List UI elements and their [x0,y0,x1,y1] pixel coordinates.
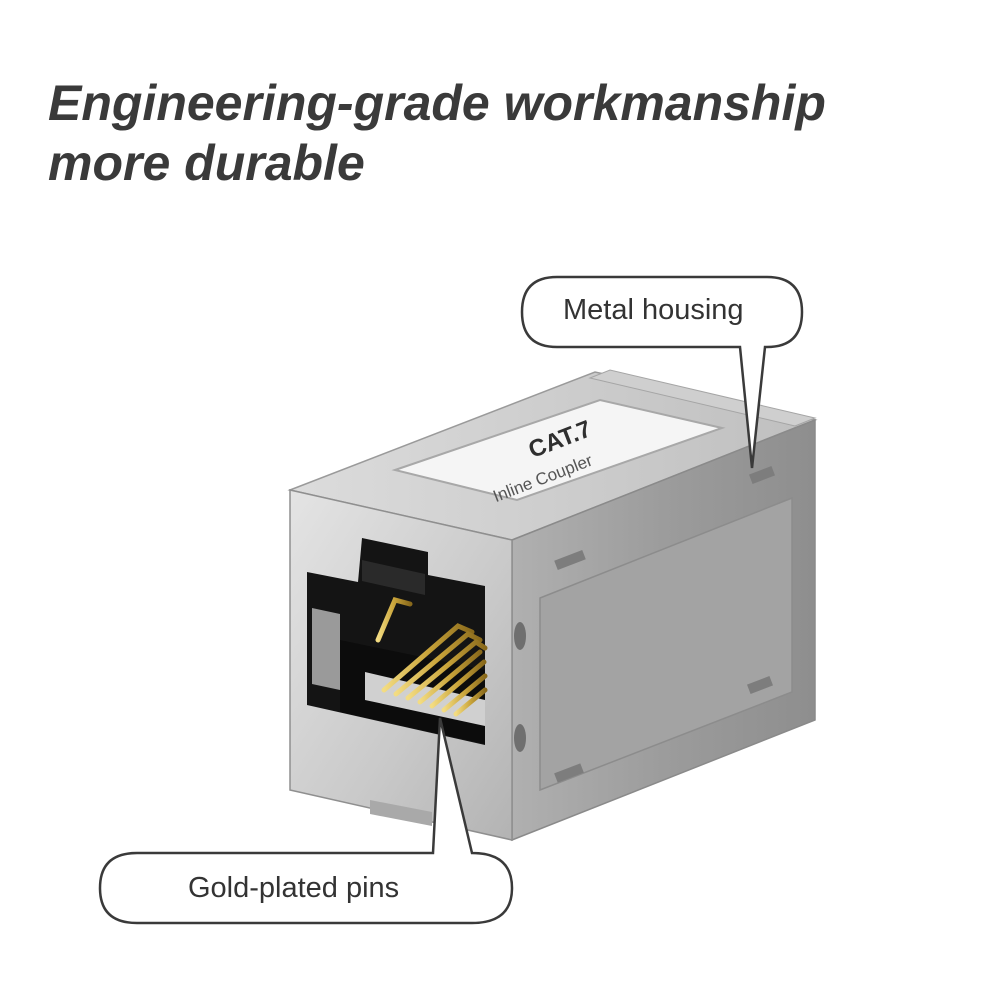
metal-housing-callout [520,275,804,469]
gold-pins-callout [98,717,514,925]
headline-line-1: Engineering-grade workmanship [48,75,826,131]
gold-pins [375,597,488,717]
gold-pins-label: Gold-plated pins [188,872,400,904]
metal-housing-label: Metal housing [563,294,744,326]
headline-line-2: more durable [48,135,365,191]
product-label-plate: CAT.7 Inline Coupler [391,398,726,506]
housing-side-face [511,418,816,842]
